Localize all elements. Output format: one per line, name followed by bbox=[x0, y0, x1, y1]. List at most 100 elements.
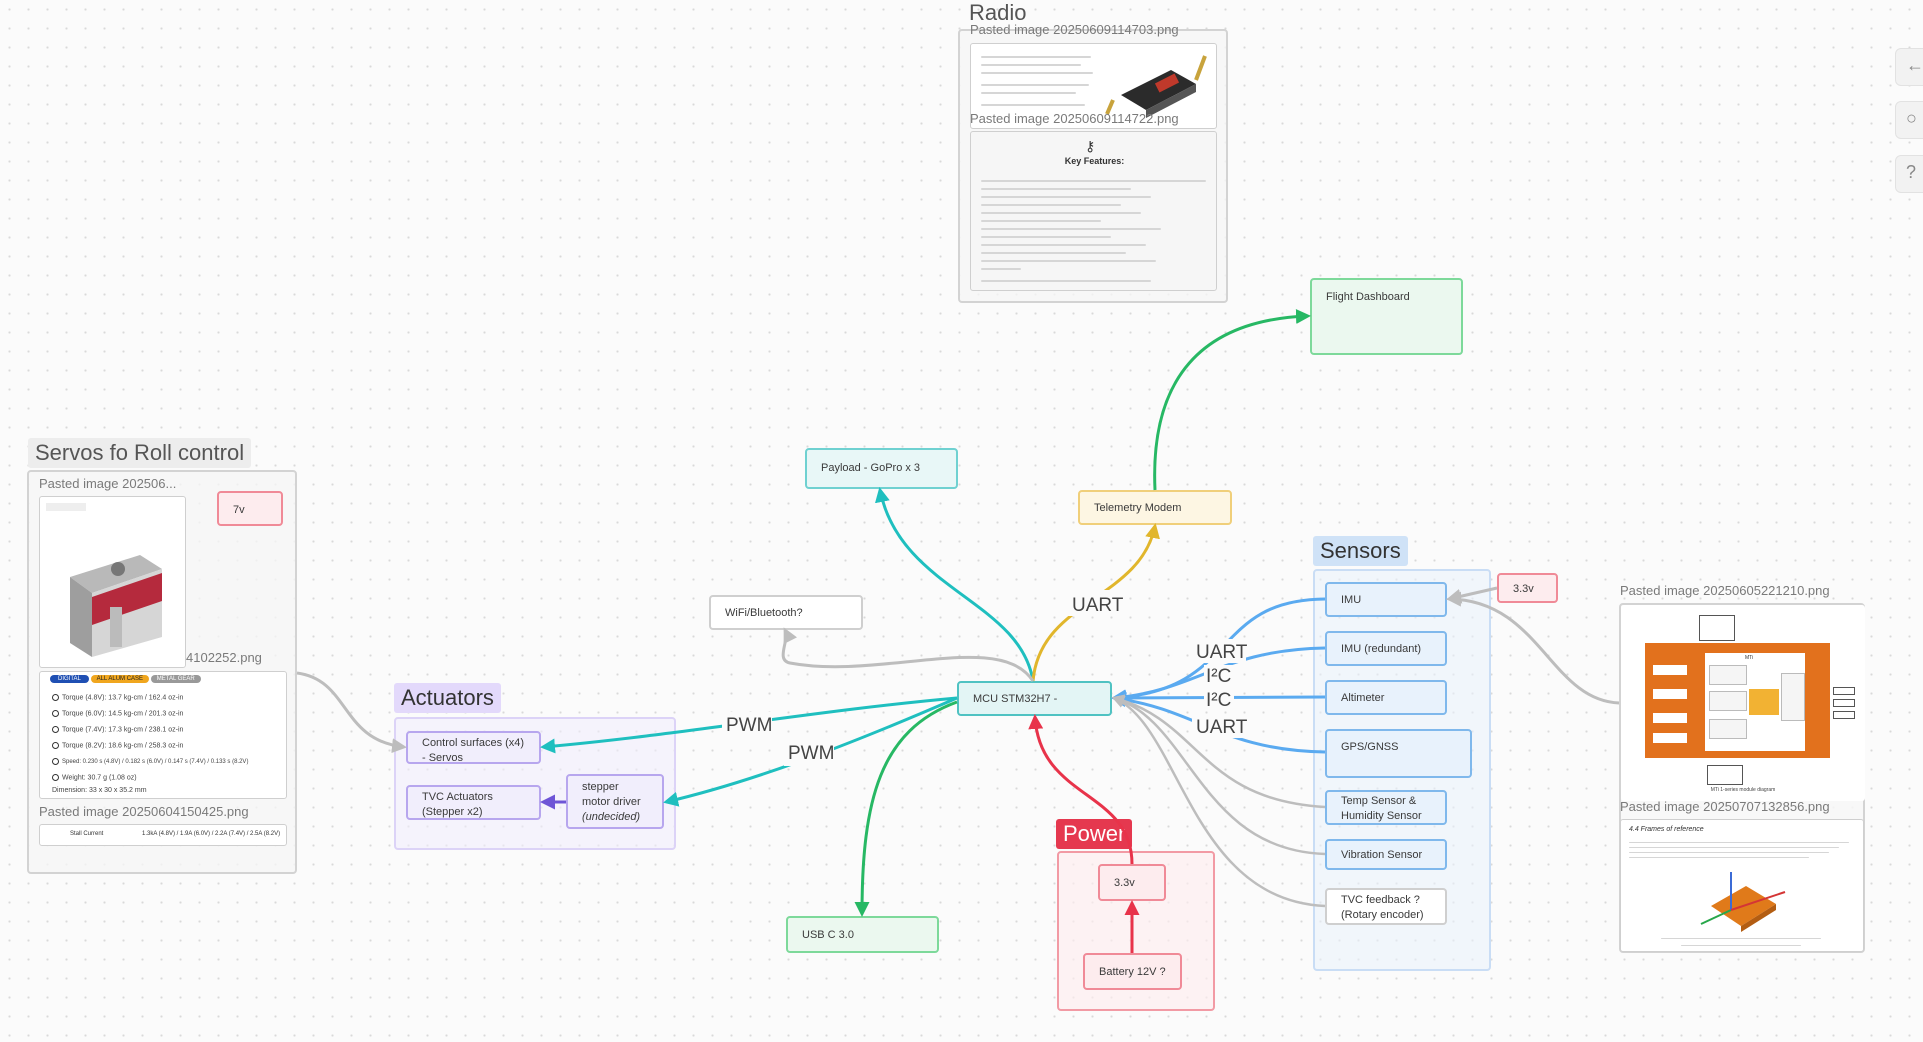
spec-row: Weight: 30.7 g (1.08 oz) bbox=[62, 774, 137, 782]
power-group-title: Power bbox=[1056, 819, 1133, 849]
altimeter-node[interactable]: Altimeter bbox=[1325, 680, 1447, 715]
mcu-label: MCU STM32H7 - bbox=[973, 693, 1058, 705]
tvc-actuators-node[interactable]: TVC Actuators (Stepper x2) bbox=[406, 785, 541, 820]
stall-current-label: Stall Current bbox=[70, 831, 104, 837]
servo-image-1-caption: Pasted image 202506... bbox=[39, 476, 177, 491]
imu-label: IMU bbox=[1341, 594, 1362, 606]
wire-imu-mcu bbox=[1111, 597, 1326, 705]
tvc-feedback-sublabel: (Rotary encoder) bbox=[1341, 909, 1424, 921]
gps-gnss-label: GPS/GNSS bbox=[1341, 741, 1399, 753]
imu-image-1-caption: Pasted image 20250605221210.png bbox=[1620, 583, 1830, 598]
help-icon[interactable]: ? bbox=[1895, 155, 1923, 193]
key-features-title: Key Features: bbox=[1064, 156, 1125, 166]
spec-row: Torque (4.8V): 13.7 kg-cm / 162.4 oz-in bbox=[62, 694, 184, 702]
usb-c-node[interactable]: USB C 3.0 bbox=[786, 916, 939, 953]
wire-vibration-mcu bbox=[1111, 694, 1326, 856]
servo-voltage-node[interactable]: 7v bbox=[217, 491, 283, 526]
servos-group-title: Servos fo Roll control bbox=[28, 438, 252, 468]
wifi-bluetooth-label: WiFi/Bluetooth? bbox=[725, 607, 803, 619]
spec-row: Speed: 0.230 s (4.8V) / 0.182 s (6.0V) /… bbox=[62, 759, 249, 766]
radio-module-photo bbox=[1105, 55, 1207, 118]
radio-group-title: Radio bbox=[969, 0, 1027, 25]
stepper-driver-note: (undecided) bbox=[582, 811, 641, 823]
wire-mcu-payload bbox=[875, 487, 1035, 682]
stall-current-value: 1.3kA (4.8V) / 1.9A (6.0V) / 2.2A (7.4V)… bbox=[142, 831, 281, 837]
vibration-sensor-node[interactable]: Vibration Sensor bbox=[1325, 839, 1447, 870]
imu-image-2-caption: Pasted image 20250707132856.png bbox=[1620, 799, 1830, 814]
temp-humidity-node[interactable]: Temp Sensor & Humidity Sensor bbox=[1325, 790, 1447, 825]
servos-image-group[interactable]: Pasted image 202506... 4102252.png DIGIT… bbox=[27, 470, 297, 874]
servo-stall-image[interactable]: Stall Current 1.3kA (4.8V) / 1.9A (6.0V)… bbox=[39, 824, 287, 846]
payload-label: Payload - GoPro x 3 bbox=[821, 462, 921, 474]
radio-image-1-caption: Pasted image 20250609114703.png bbox=[970, 22, 1179, 37]
battery-label: Battery 12V ? bbox=[1099, 966, 1166, 978]
imu-frames-heading: 4.4 Frames of reference bbox=[1629, 826, 1704, 833]
spec-row: Torque (8.2V): 18.6 kg-cm / 258.3 oz-in bbox=[62, 742, 184, 750]
wire-telemetry-dashboard bbox=[1153, 308, 1311, 491]
tvc-actuators-label: TVC Actuators bbox=[422, 791, 493, 803]
mcu-node[interactable]: MCU STM32H7 - bbox=[957, 681, 1112, 716]
servo-voltage-label: 7v bbox=[233, 504, 245, 516]
power-3v3-node[interactable]: 3.3v bbox=[1098, 864, 1166, 901]
servo-spec-image[interactable]: DIGITAL ALL ALUM CASE METAL GEAR Torque … bbox=[39, 671, 287, 799]
gps-gnss-node[interactable]: GPS/GNSS bbox=[1325, 729, 1472, 778]
imu-block-diagram[interactable]: MTi MTi 1-series module diagram bbox=[1621, 605, 1865, 801]
spec-row: Torque (7.4V): 17.3 kg-cm / 238.1 oz-in bbox=[62, 726, 184, 734]
stepper-driver-node[interactable]: stepper motor driver (undecided) bbox=[566, 774, 664, 829]
key-icon: ⚷ bbox=[1085, 138, 1096, 154]
imu-diagram-caption: MTi 1-series module diagram bbox=[1710, 787, 1776, 793]
imu-redundant-node[interactable]: IMU (redundant) bbox=[1325, 631, 1447, 666]
search-icon[interactable]: ○ bbox=[1895, 101, 1923, 139]
radio-image-2[interactable]: ⚷ Key Features: bbox=[970, 131, 1217, 291]
wire-label-uart-sensor-2: UART bbox=[1196, 717, 1248, 738]
wire-label-i2c-2: I²C bbox=[1206, 690, 1231, 711]
imu-diagram-center-label: MTi bbox=[1745, 655, 1754, 661]
spec-row: Torque (6.0V): 14.5 kg-cm / 201.3 oz-in bbox=[62, 710, 184, 718]
imu-frames-image[interactable]: 4.4 Frames of reference bbox=[1620, 819, 1864, 952]
servo-image-1-caption-suffix: 4102252.png bbox=[186, 650, 262, 665]
imu-node[interactable]: IMU bbox=[1325, 582, 1447, 617]
wire-label-pwm-control: PWM bbox=[726, 715, 772, 736]
servo-image-2-caption: Pasted image 20250604150425.png bbox=[39, 804, 249, 819]
wire-label-uart-telemetry: UART bbox=[1072, 595, 1124, 616]
imu-frames-figure bbox=[1700, 872, 1786, 932]
control-surfaces-node[interactable]: Control surfaces (x4) - Servos bbox=[406, 731, 541, 764]
control-surfaces-label: Control surfaces (x4) bbox=[422, 737, 525, 749]
temp-humidity-sublabel: Humidity Sensor bbox=[1341, 810, 1422, 822]
radio-image-group[interactable]: Pasted image 20250609114703.png Pasted i… bbox=[958, 22, 1228, 303]
altimeter-label: Altimeter bbox=[1341, 692, 1385, 704]
wire-temp-mcu bbox=[1111, 694, 1326, 809]
servo-badges: DIGITAL ALL ALUM CASE METAL GEAR bbox=[50, 675, 201, 683]
servo-image-1[interactable] bbox=[39, 496, 186, 668]
telemetry-modem-label: Telemetry Modem bbox=[1094, 502, 1182, 514]
power-3v3-label: 3.3v bbox=[1114, 877, 1135, 889]
wire-mcu-wifi bbox=[781, 627, 1035, 682]
temp-humidity-label: Temp Sensor & bbox=[1341, 795, 1417, 807]
vibration-sensor-label: Vibration Sensor bbox=[1341, 849, 1423, 861]
stepper-driver-sublabel: motor driver bbox=[582, 796, 641, 808]
radio-image-2-caption: Pasted image 20250609114722.png bbox=[970, 111, 1179, 126]
tvc-feedback-node[interactable]: TVC feedback ? (Rotary encoder) bbox=[1325, 888, 1447, 925]
tvc-feedback-label: TVC feedback ? bbox=[1341, 894, 1420, 906]
flight-dashboard-node[interactable]: Flight Dashboard bbox=[1310, 278, 1463, 355]
spec-row: Dimension: 33 x 30 x 35.2 mm bbox=[52, 787, 147, 794]
sensor-voltage-label: 3.3v bbox=[1513, 583, 1534, 595]
wire-mcu-telemetry bbox=[1031, 523, 1160, 682]
sensor-voltage-node[interactable]: 3.3v bbox=[1497, 573, 1558, 603]
wire-mcu-usb bbox=[854, 700, 958, 917]
battery-node[interactable]: Battery 12V ? bbox=[1083, 953, 1182, 990]
flight-dashboard-label: Flight Dashboard bbox=[1326, 291, 1410, 303]
control-surfaces-sublabel: - Servos bbox=[422, 752, 463, 764]
stepper-driver-label: stepper bbox=[582, 781, 619, 793]
payload-node[interactable]: Payload - GoPro x 3 bbox=[805, 448, 958, 489]
radio-image-1[interactable] bbox=[970, 43, 1217, 129]
sensors-group-title: Sensors bbox=[1313, 536, 1408, 566]
wire-label-pwm-stepper: PWM bbox=[788, 743, 834, 764]
telemetry-modem-node[interactable]: Telemetry Modem bbox=[1078, 490, 1232, 525]
back-arrow-icon[interactable]: ← bbox=[1895, 48, 1923, 86]
usb-c-label: USB C 3.0 bbox=[802, 929, 854, 941]
wire-mcu-stepper bbox=[663, 696, 958, 807]
actuators-group-title: Actuators bbox=[394, 683, 501, 713]
wifi-bluetooth-node[interactable]: WiFi/Bluetooth? bbox=[709, 595, 863, 630]
